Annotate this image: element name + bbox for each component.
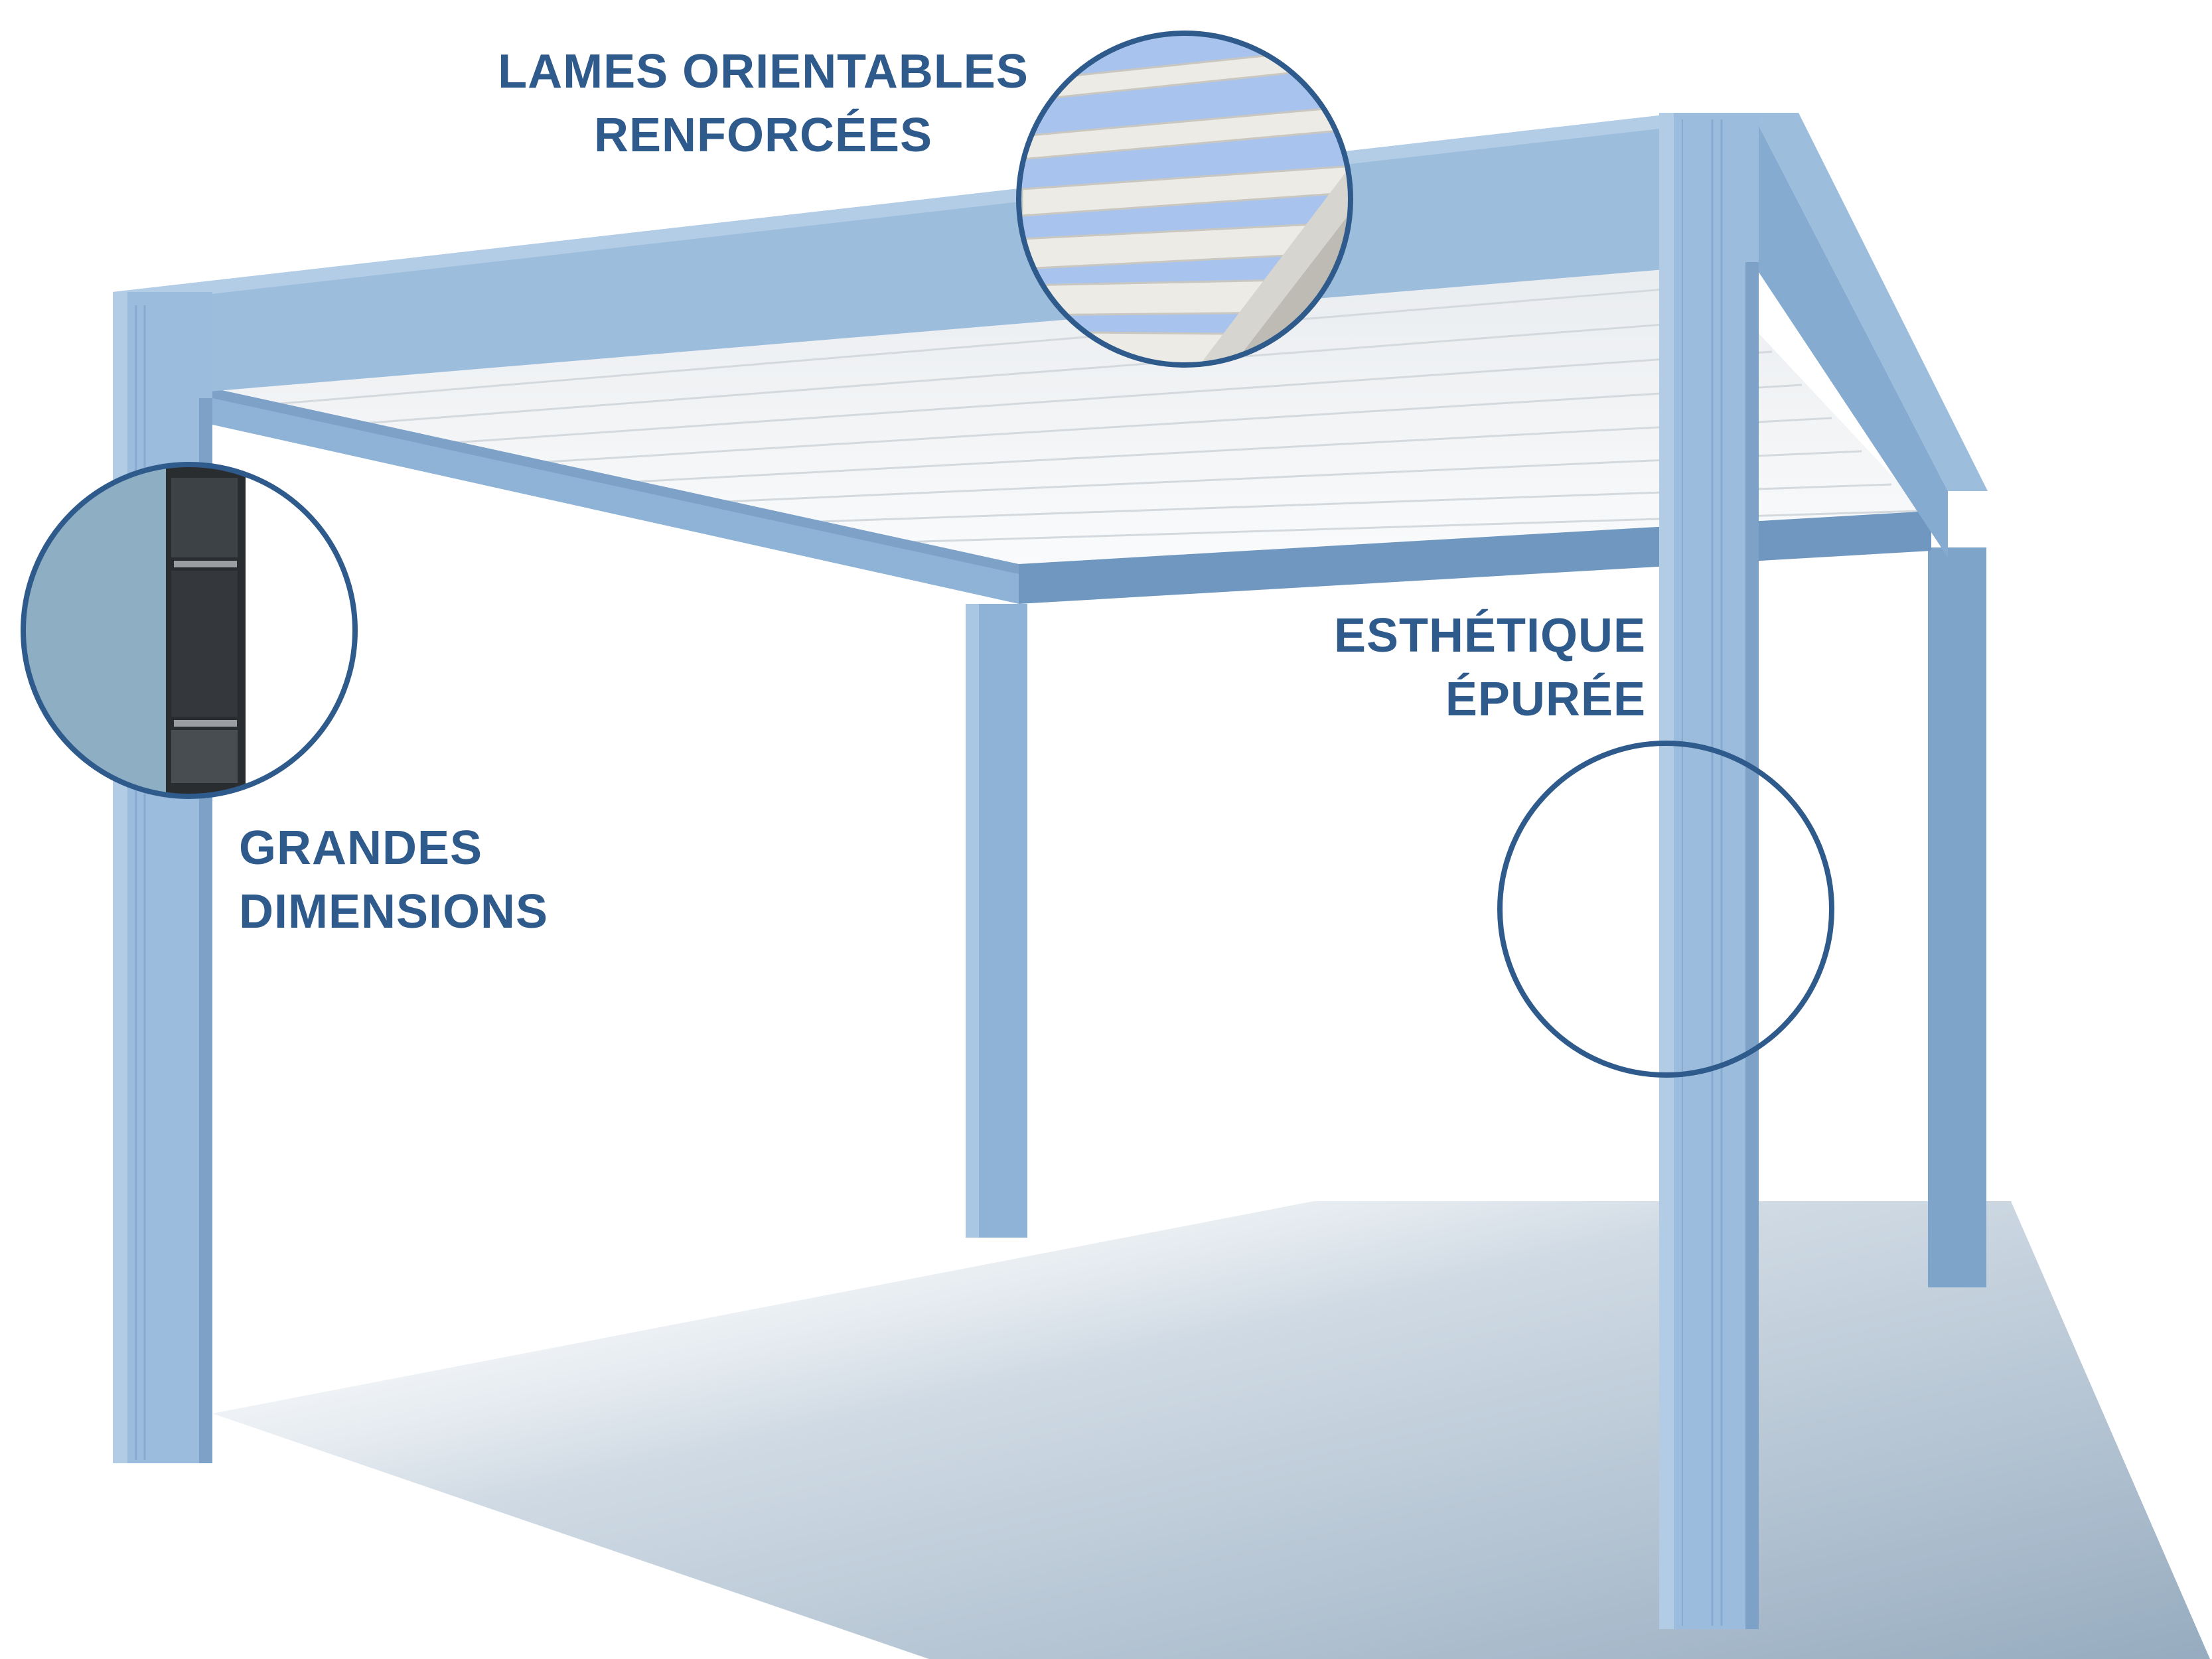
back-right-post [1928,547,1986,1287]
callout-grandes-line2: DIMENSIONS [239,885,549,938]
right-side-beam [1752,113,1948,557]
callout-esthetique-line2: ÉPURÉE [1445,673,1646,726]
callout-lames-line2: RENFORCÉES [593,109,933,162]
aesthetic-detail-circle [1497,741,1834,1078]
roof-slat-lines [265,284,1919,545]
front-right-post [1659,113,1759,1629]
callout-lames-line1: LAMES ORIENTABLES [498,45,1029,98]
roof-slats [212,255,1931,571]
callout-esthetique-line1: ESTHÉTIQUE [1333,609,1646,662]
profile-detail-circle [21,462,358,799]
callout-lames-orientables: LAMES ORIENTABLES RENFORCÉES [465,40,1062,167]
ground-shadow [212,1201,2210,1659]
callout-esthetique-epuree: ESTHÉTIQUE ÉPURÉE [1261,604,1646,731]
callout-grandes-line1: GRANDES [239,822,483,875]
callout-grandes-dimensions: GRANDES DIMENSIONS [239,816,548,944]
